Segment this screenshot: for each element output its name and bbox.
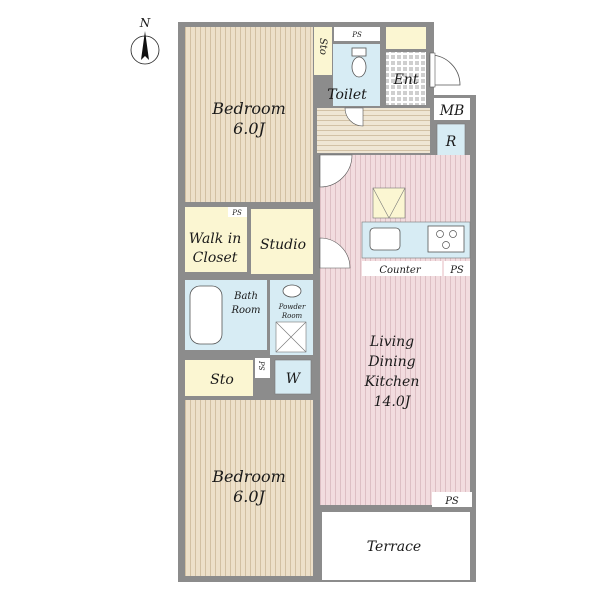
- refrigerator-label: R: [445, 134, 457, 150]
- bedroom-bottom-name: Bedroom: [211, 467, 286, 486]
- ldk-line2: Dining: [367, 354, 415, 370]
- ldk-line1: Living: [369, 334, 414, 350]
- meter-box-label: MB: [439, 103, 465, 119]
- pipe-space-counter-box: [444, 261, 470, 276]
- pipe-space-top-label: PS: [351, 31, 362, 39]
- storage-top-floor: [314, 27, 332, 75]
- pipe-space-ldk-box: [432, 492, 472, 507]
- pipe-space-bath-label: PS: [257, 360, 265, 371]
- bedroom-top-size: 6.0J: [233, 119, 266, 138]
- entrance-label: Ent: [393, 72, 419, 88]
- entrance-floor: [386, 52, 426, 105]
- storage-top-label: Sto: [317, 38, 328, 55]
- terrace-label: Terrace: [367, 539, 421, 555]
- toilet-label: Toilet: [327, 87, 367, 103]
- pipe-space-closet-label: PS: [231, 209, 242, 217]
- bedroom-top-name: Bedroom: [211, 99, 286, 118]
- pipe-space-top-box: [334, 27, 380, 41]
- hallway-floor: [317, 108, 430, 153]
- storage-left-floor: [185, 360, 253, 396]
- entrance-door-swing-icon: [429, 54, 461, 86]
- counter-label-strip: [362, 261, 442, 276]
- storage-left-label: Sto: [210, 372, 234, 388]
- pipe-space-counter-label: PS: [449, 265, 464, 276]
- entrance-door-leaf: [429, 52, 436, 88]
- powder-room-line1: Powder: [278, 303, 306, 311]
- bathroom-line1: Bath: [233, 291, 258, 302]
- refrigerator-box: [436, 123, 466, 159]
- powder-room-line2: Room: [281, 312, 303, 320]
- washer-label: W: [286, 371, 302, 387]
- entrance-shoe-closet: [386, 27, 426, 49]
- studio-door-swing-icon: [319, 237, 351, 269]
- bedroom-top-floor: [185, 27, 313, 202]
- pipe-space-ldk-label: PS: [444, 496, 459, 507]
- washer-area: [274, 359, 312, 395]
- bedroom-bottom-size: 6.0J: [233, 487, 266, 506]
- ldk-line3: Kitchen: [364, 374, 420, 390]
- toilet-bowl-icon: [351, 47, 367, 78]
- walk-in-closet-floor: [185, 207, 247, 272]
- terrace-floor: [322, 512, 470, 580]
- compass: N: [130, 16, 160, 65]
- pipe-space-closet-box: [228, 207, 247, 217]
- walk-in-closet-line1: Walk in: [189, 231, 241, 247]
- bathtub-icon: [189, 285, 223, 345]
- pipe-space-bath-box: [255, 358, 270, 378]
- linen-shelf-icon: [275, 321, 307, 353]
- walk-in-closet-line2: Closet: [193, 250, 238, 266]
- compass-north-label: N: [139, 16, 151, 30]
- range-hood: [372, 187, 406, 219]
- studio-label: Studio: [260, 237, 306, 253]
- stove-icon: [427, 225, 465, 253]
- ldk-door-swing-icon: [319, 154, 353, 188]
- studio-floor: [251, 209, 313, 274]
- compass-needle-icon: [141, 31, 149, 60]
- meter-box-area: [434, 98, 470, 120]
- toilet-door-swing-icon: [344, 107, 364, 127]
- washbasin-icon: [282, 284, 302, 298]
- counter-label: Counter: [379, 265, 421, 276]
- ldk-size: 14.0J: [374, 394, 412, 410]
- sink-icon: [369, 227, 401, 251]
- bathroom-line2: Room: [230, 305, 260, 316]
- bedroom-bottom-floor: [185, 400, 313, 576]
- range-hood-lines: [372, 187, 406, 219]
